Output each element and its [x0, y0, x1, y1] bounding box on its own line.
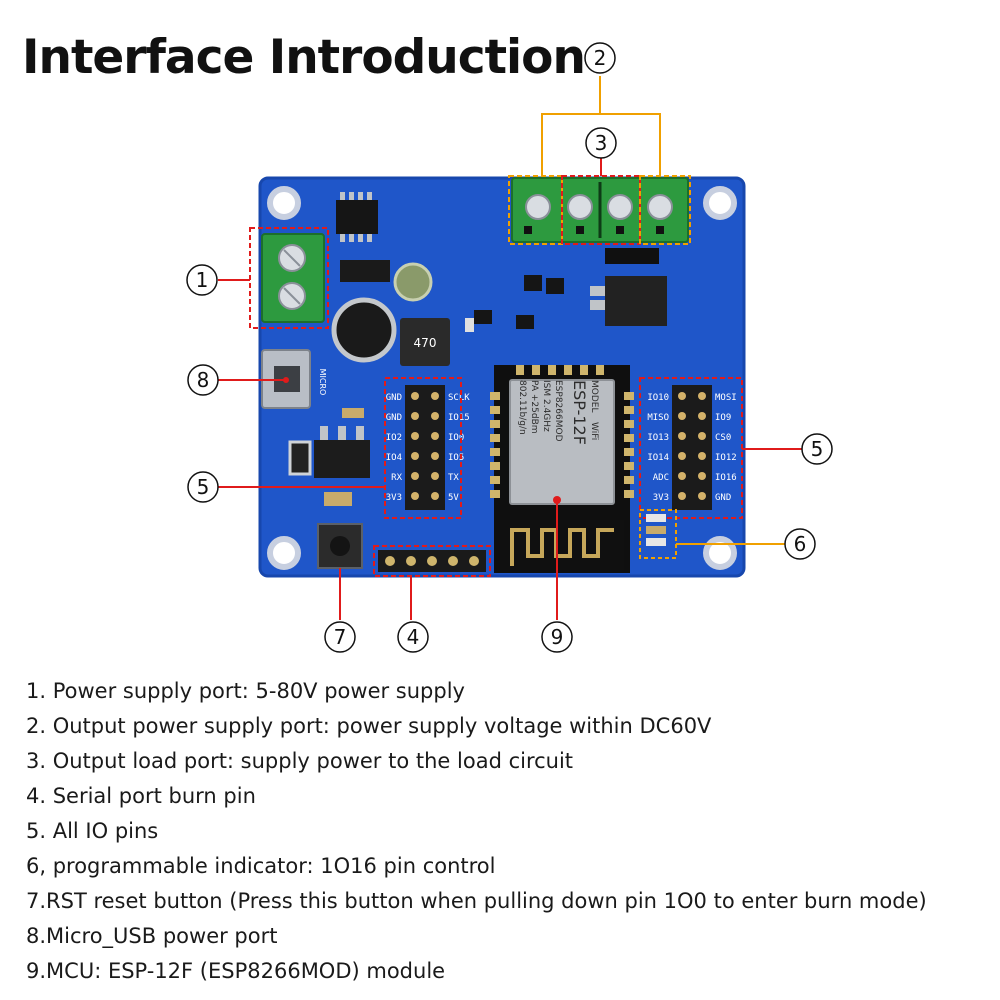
capacitor-large [331, 297, 397, 363]
callout-box-2-right [639, 175, 691, 245]
callout-number: 7 [334, 625, 347, 649]
callouts: 1 2 3 4 5 5 6 7 8 9 [186, 42, 833, 653]
pin-label: CS0 [715, 433, 731, 443]
callout-box-4 [373, 545, 491, 577]
description-item: 1. Power supply port: 5-80V power supply [26, 679, 465, 703]
diode-d3 [340, 260, 390, 282]
pin-label: IO4 [386, 453, 402, 463]
pin-label: IO14 [647, 453, 669, 463]
inductor-label: 470 [414, 336, 437, 350]
pin-label: IO13 [647, 433, 669, 443]
callout-number: 5 [197, 475, 210, 499]
callout-number: 5 [811, 437, 824, 461]
pin-label: MOSI [715, 393, 737, 403]
mounting-holes [267, 186, 737, 570]
capacitor-c7 [288, 440, 312, 476]
callout-circle [784, 528, 816, 560]
callout-number: 8 [197, 368, 210, 392]
description-item: 3. Output load port: supply power to the… [26, 749, 574, 773]
callout-number: 3 [595, 131, 608, 155]
description-item: 9.MCU: ESP-12F (ESP8266MOD) module [26, 959, 446, 983]
pin-label: IO9 [715, 413, 731, 423]
description-item: 8.Micro_USB power port [26, 924, 278, 948]
module-text-line: 802.11b/g/n [517, 380, 527, 435]
callout-circle [585, 127, 617, 159]
callout-circle [541, 621, 573, 653]
module-text-line: PA +25dBm [529, 380, 539, 434]
serial-burn-pins [378, 550, 486, 572]
callout-box-5-left [384, 377, 462, 519]
capacitor-c5 [342, 408, 364, 418]
callout-number: 9 [551, 625, 564, 649]
power-input-terminal [261, 233, 325, 323]
output-terminal-blocks [511, 177, 689, 243]
pin-label: ADC [653, 473, 669, 483]
pin-label: IO5 [448, 453, 464, 463]
pin-label: IO0 [448, 433, 464, 443]
capacitor-small [393, 262, 433, 302]
callout-circle [186, 264, 218, 296]
module-text-line: ESP-12F [570, 380, 589, 445]
pin-label: IO12 [715, 453, 737, 463]
pin-label: SCLK [448, 393, 470, 403]
pin-label: 3V3 [653, 493, 669, 503]
description-item: 7.RST reset button (Press this button wh… [26, 889, 927, 913]
callout-box-2-left [508, 175, 563, 245]
left-io-header [405, 385, 445, 510]
callout-box-1 [249, 227, 329, 329]
callout-circle [187, 364, 219, 396]
callout-circle [187, 471, 219, 503]
ic-chip-top [336, 192, 378, 242]
callout-circle [801, 433, 833, 465]
ams1117-regulator [314, 426, 370, 478]
diode-d1 [605, 248, 659, 264]
callout-number: 4 [407, 625, 420, 649]
pin-label: MISO [647, 413, 669, 423]
page-title: Interface Introduction [22, 30, 586, 85]
pin-label: 3V3 [386, 493, 402, 503]
reset-button [317, 523, 363, 569]
pin-label: TX [448, 473, 459, 483]
pin-label: GND [386, 393, 402, 403]
inductor-470: 470 [400, 318, 450, 366]
module-model-label: MODEL [589, 380, 599, 412]
pin-label: IO15 [448, 413, 470, 423]
leader-lines [218, 76, 802, 620]
pin-label: 5V [448, 493, 459, 503]
module-text-line: ISM 2.4GHz [541, 380, 551, 432]
description-item: 2. Output power supply port: power suppl… [26, 714, 712, 738]
callout-box-6 [639, 509, 677, 559]
module-text-line: ESP8266MOD [553, 380, 563, 442]
pin-label: IO2 [386, 433, 402, 443]
pin-label: GND [715, 493, 731, 503]
pin-label: RX [391, 473, 402, 483]
description-item: 5. All IO pins [26, 819, 159, 843]
voltage-regulator [590, 276, 667, 326]
callout-circle [397, 621, 429, 653]
callout-number: 2 [594, 46, 607, 70]
callout-number: 1 [196, 268, 209, 292]
transistors [465, 275, 564, 332]
callout-circle [584, 42, 616, 74]
pin-label: IO10 [647, 393, 669, 403]
callout-circle [324, 621, 356, 653]
right-io-header [672, 385, 712, 510]
svg-text:MICRO: MICRO [318, 369, 327, 396]
pin-label: GND [386, 413, 402, 423]
indicator-leds [646, 514, 666, 546]
capacitor-c6 [324, 492, 352, 506]
pin-label: IO16 [715, 473, 737, 483]
wifi-badge: WiFi [589, 422, 599, 440]
description-item: 4. Serial port burn pin [26, 784, 256, 808]
description-item: 6, programmable indicator: 1O16 pin cont… [26, 854, 496, 878]
callout-number: 6 [794, 532, 807, 556]
